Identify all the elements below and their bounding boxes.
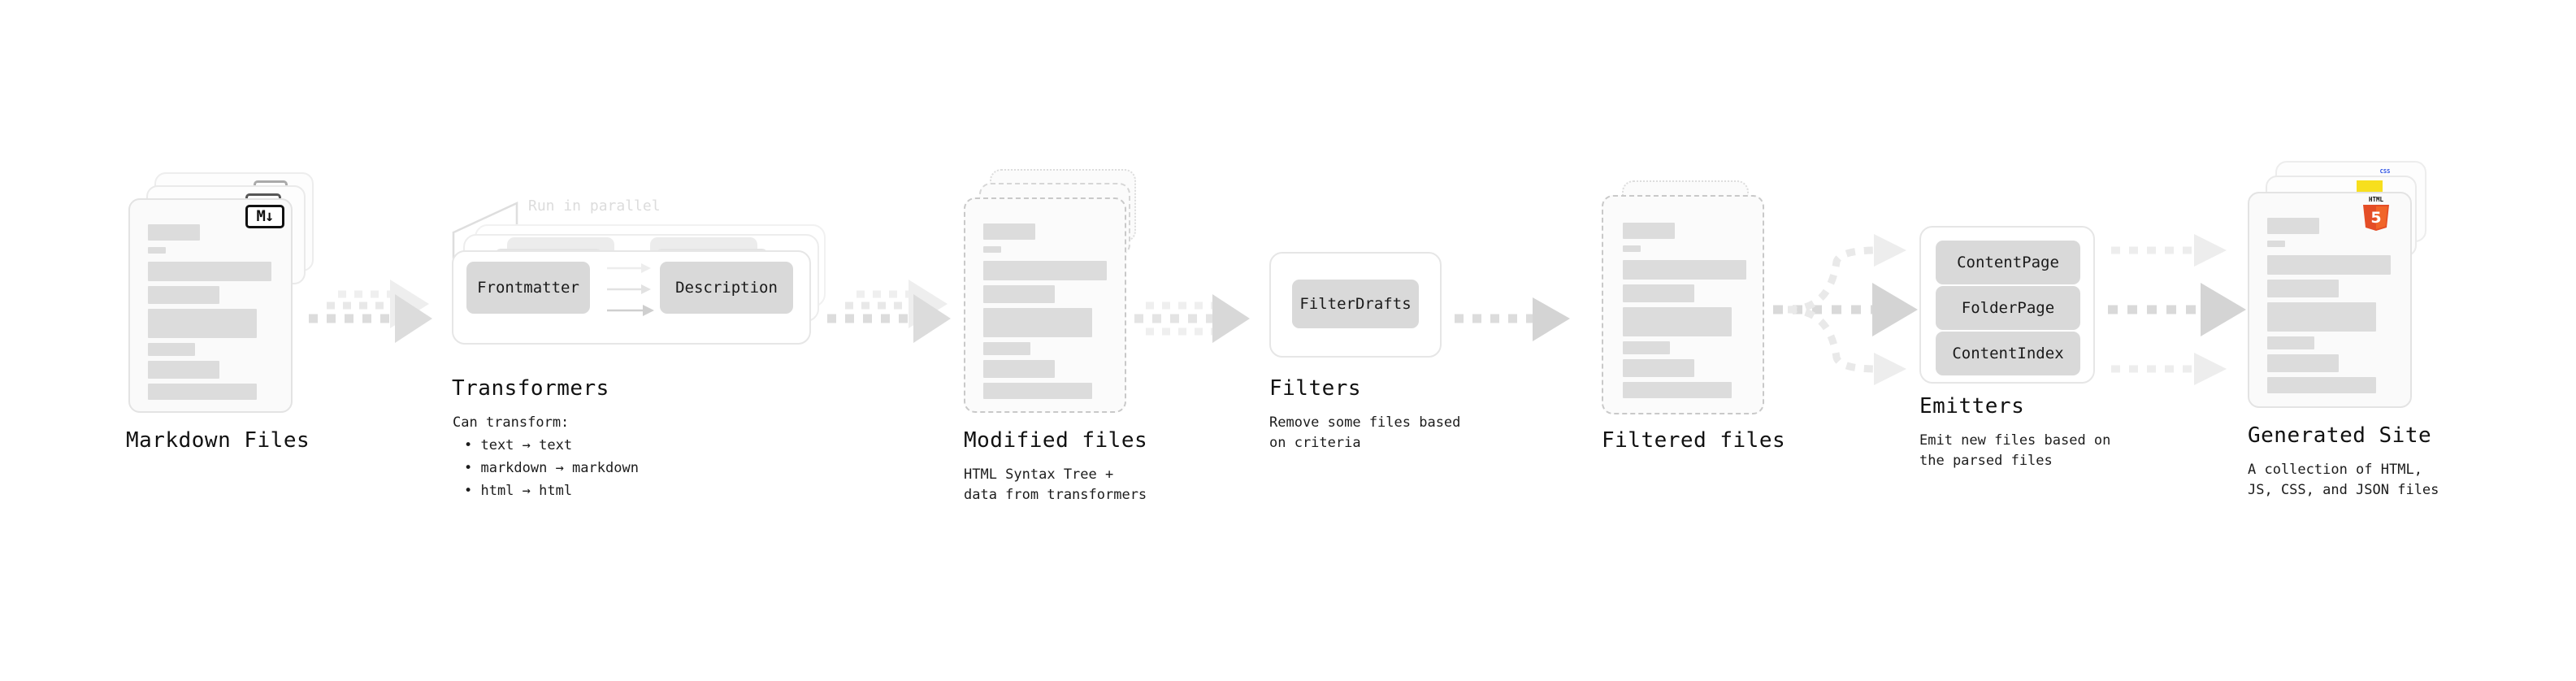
doc-line bbox=[148, 309, 257, 338]
doc-line bbox=[2267, 218, 2319, 234]
stage-title-generated-site: Generated Site bbox=[2248, 423, 2432, 448]
doc-line bbox=[2267, 255, 2391, 275]
emitters-subtitle: Emit new files based on the parsed files bbox=[1919, 432, 2111, 469]
connector-filters-to-filtered bbox=[1455, 297, 1570, 341]
modified-card-front bbox=[964, 197, 1126, 413]
markdown-card-front bbox=[128, 198, 293, 413]
transformer-chip-description[interactable]: Description bbox=[660, 262, 793, 314]
stage-title-transformers: Transformers bbox=[452, 376, 609, 401]
stage-title-filtered-files: Filtered files bbox=[1602, 428, 1786, 453]
connector-transformers-to-modified bbox=[827, 280, 951, 343]
transformer-flow-arrows bbox=[607, 263, 654, 316]
stage-title-markdown-files: Markdown Files bbox=[126, 428, 310, 453]
run-in-parallel-bracket bbox=[452, 202, 518, 258]
doc-line bbox=[983, 261, 1107, 280]
connector-modified-to-filters bbox=[1134, 294, 1250, 343]
transformers-subtitle-head: Can transform: bbox=[453, 414, 570, 431]
doc-line bbox=[2267, 241, 2285, 247]
transformers-bullet-2: • html → html bbox=[464, 483, 573, 499]
doc-line bbox=[1623, 359, 1694, 377]
connector-filtered-to-emitters bbox=[1773, 234, 1918, 385]
doc-line bbox=[1623, 307, 1732, 336]
stage-title-emitters: Emitters bbox=[1919, 394, 2025, 419]
stage-title-modified-files: Modified files bbox=[964, 428, 1148, 453]
doc-line bbox=[983, 383, 1092, 399]
doc-line bbox=[148, 361, 219, 379]
transformers-bullet-0: • text → text bbox=[464, 437, 573, 453]
run-in-parallel-label: Run in parallel bbox=[528, 197, 661, 215]
doc-line bbox=[983, 285, 1055, 303]
doc-line bbox=[1623, 245, 1641, 252]
svg-text:CSS: CSS bbox=[2380, 168, 2391, 175]
doc-line bbox=[983, 308, 1092, 337]
svg-text:5: 5 bbox=[2370, 209, 2381, 227]
doc-line bbox=[983, 342, 1030, 355]
doc-line bbox=[1623, 284, 1694, 302]
filter-chip-filterdrafts[interactable]: FilterDrafts bbox=[1292, 280, 1419, 328]
doc-line bbox=[1623, 341, 1670, 354]
doc-line bbox=[983, 223, 1035, 240]
doc-line bbox=[983, 246, 1001, 253]
doc-line bbox=[2267, 377, 2376, 393]
transformer-chip-frontmatter[interactable]: Frontmatter bbox=[466, 262, 590, 314]
modified-files-subtitle: HTML Syntax Tree + data from transformer… bbox=[964, 466, 1147, 503]
doc-line bbox=[1623, 260, 1746, 280]
doc-line bbox=[148, 224, 200, 241]
doc-line bbox=[2267, 354, 2339, 372]
emitter-chip-folderpage[interactable]: FolderPage bbox=[1936, 286, 2080, 330]
connector-emitters-to-site bbox=[2108, 234, 2246, 385]
doc-line bbox=[1623, 382, 1732, 398]
generated-site-subtitle: A collection of HTML, JS, CSS, and JSON … bbox=[2248, 462, 2439, 498]
doc-line bbox=[2267, 280, 2339, 297]
doc-line bbox=[148, 343, 195, 356]
emitter-chip-contentpage[interactable]: ContentPage bbox=[1936, 241, 2080, 284]
filters-subtitle: Remove some files based on criteria bbox=[1269, 414, 1461, 451]
transformers-bullet-1: • markdown → markdown bbox=[464, 460, 639, 476]
markdown-icon: M↓ bbox=[245, 205, 284, 228]
doc-line bbox=[2267, 336, 2314, 349]
html5-icon: HTML 5 bbox=[2363, 196, 2389, 231]
doc-line bbox=[148, 286, 219, 304]
doc-line bbox=[148, 384, 257, 400]
filtered-card-front bbox=[1602, 195, 1764, 414]
doc-line bbox=[2267, 302, 2376, 332]
svg-text:HTML: HTML bbox=[2369, 196, 2384, 203]
doc-line bbox=[148, 262, 271, 281]
doc-line bbox=[1623, 223, 1675, 239]
doc-line bbox=[148, 247, 166, 254]
doc-line bbox=[983, 360, 1055, 378]
emitter-chip-contentindex[interactable]: ContentIndex bbox=[1936, 332, 2080, 375]
stage-title-filters: Filters bbox=[1269, 376, 1362, 401]
connector-markdown-to-transformers bbox=[309, 280, 432, 343]
